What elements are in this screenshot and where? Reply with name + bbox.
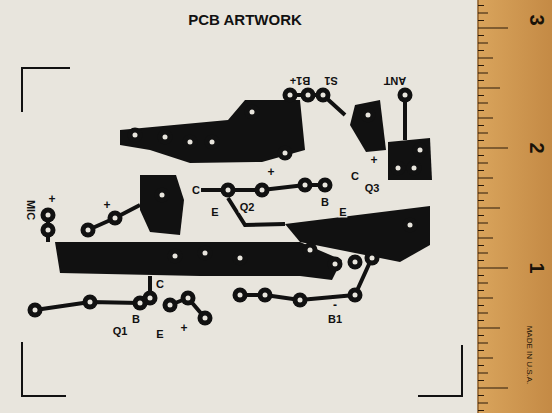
tick-mark [478, 283, 488, 284]
pin-label: B [131, 314, 141, 325]
tick-mark [478, 350, 484, 351]
tick-mark [478, 155, 484, 156]
pin-label: E [155, 329, 164, 340]
tick-mark [478, 133, 488, 134]
page-title: PCB ARTWORK [188, 11, 302, 28]
tick-mark [478, 95, 484, 96]
tick-mark [478, 13, 488, 14]
polarity-mark: + [47, 193, 56, 205]
tick-mark [478, 403, 488, 404]
pin-label: B [320, 197, 330, 208]
tick-mark [478, 80, 484, 81]
tick-mark [478, 335, 484, 336]
tick-mark [478, 193, 488, 194]
tick-mark [478, 230, 484, 231]
part-name: Q1 [112, 326, 129, 337]
tick-mark [478, 185, 484, 186]
polarity-mark: - [332, 299, 338, 311]
tick-mark [478, 260, 484, 261]
tick-mark [478, 73, 488, 74]
pin-label: C [350, 171, 360, 182]
corner-brackets [22, 68, 462, 396]
ruler-ticks [478, 6, 508, 411]
ruler-number: 2 [527, 142, 547, 153]
tick-mark [478, 5, 484, 6]
polarity-mark: + [179, 322, 188, 334]
tick-mark [478, 110, 484, 111]
tick-mark [478, 343, 488, 344]
tick-mark [478, 58, 493, 59]
polarity-mark: + [369, 154, 378, 166]
tick-mark [478, 395, 484, 396]
copper-traces [35, 95, 432, 318]
ruler-imprint: MADE IN U.S.A. [525, 326, 533, 385]
tick-mark [478, 328, 500, 329]
part-name: Q3 [364, 183, 381, 194]
tick-mark [478, 358, 493, 359]
tick-mark [478, 20, 484, 21]
tick-mark [478, 50, 484, 51]
ruler [478, 0, 552, 413]
tick-mark [478, 238, 493, 239]
tick-mark [478, 125, 484, 126]
tick-mark [478, 410, 484, 411]
polarity-mark: + [102, 199, 111, 211]
tick-mark [478, 43, 488, 44]
tick-mark [478, 313, 488, 314]
tick-mark [478, 380, 484, 381]
tick-mark [478, 208, 500, 209]
solder-pads [28, 88, 428, 326]
tick-mark [478, 178, 493, 179]
tick-mark [478, 148, 508, 149]
pin-label: E [338, 207, 347, 218]
tick-mark [478, 163, 488, 164]
tick-mark [478, 88, 500, 89]
tick-mark [478, 245, 484, 246]
tick-mark [478, 200, 484, 201]
tick-mark [478, 365, 484, 366]
pin-label: C [155, 279, 165, 290]
ruler-number: 3 [527, 14, 547, 25]
tick-mark [478, 305, 484, 306]
tick-mark [478, 373, 488, 374]
tick-mark [478, 28, 508, 29]
terminal-label: MIC [25, 199, 36, 221]
tick-mark [478, 35, 484, 36]
tick-mark [478, 290, 484, 291]
terminal-label: B1 [327, 314, 343, 325]
pin-label: E [210, 207, 219, 218]
tick-mark [478, 65, 484, 66]
pin-label: C [191, 185, 201, 196]
polarity-mark: + [266, 166, 275, 178]
tick-mark [478, 298, 493, 299]
tick-mark [478, 118, 493, 119]
tick-mark [478, 268, 508, 269]
tick-mark [478, 320, 484, 321]
tick-mark [478, 140, 484, 141]
tick-mark [478, 170, 484, 171]
terminal-label: ANT [383, 75, 408, 86]
tick-mark [478, 215, 484, 216]
tick-mark [478, 223, 488, 224]
part-name: Q2 [239, 202, 256, 213]
tick-mark [478, 253, 488, 254]
tick-mark [478, 388, 508, 389]
ruler-number: 1 [527, 262, 547, 273]
terminal-label: S1 [323, 75, 338, 86]
tick-mark [478, 275, 484, 276]
terminal-label: B1+ [289, 75, 312, 86]
tick-mark [478, 103, 488, 104]
